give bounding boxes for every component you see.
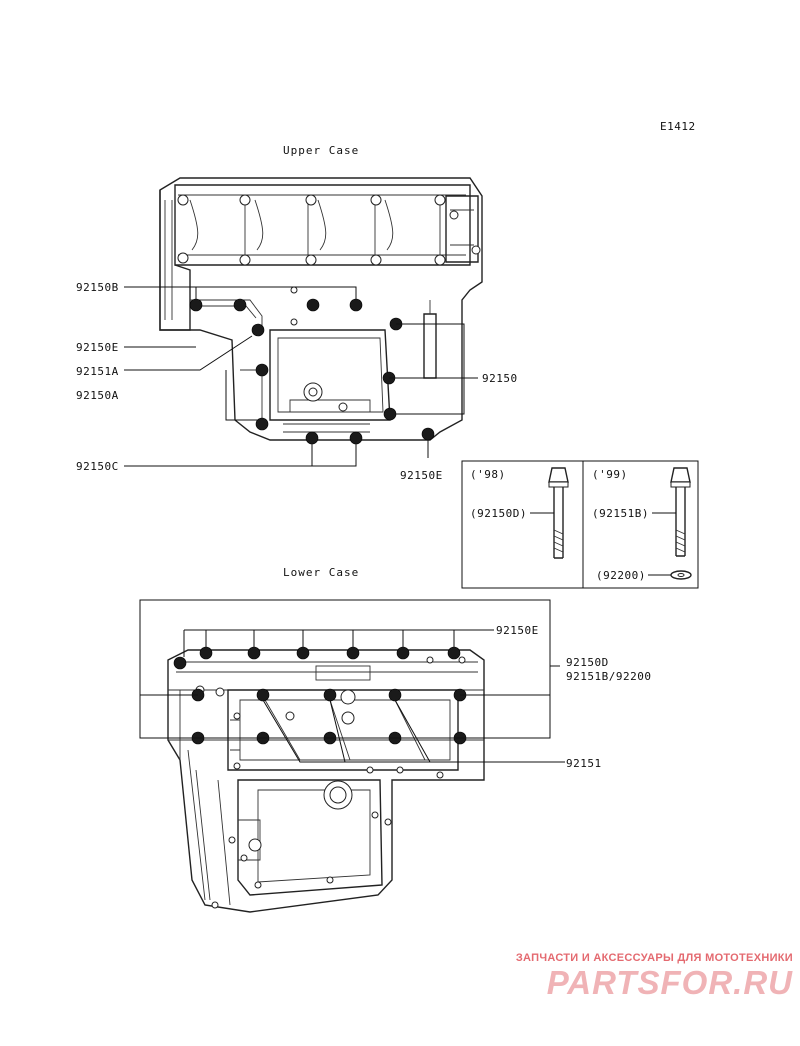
callout-92150D-lower: 92150D <box>566 656 609 669</box>
callout-92150A: 92150A <box>76 389 119 402</box>
watermark-tagline: ЗАПЧАСТИ И АКСЕССУАРЫ ДЛЯ МОТОТЕХНИКИ <box>515 952 793 964</box>
callout-92150E-lower: 92150E <box>496 624 539 637</box>
inset-year-99: ('99) <box>592 468 628 481</box>
inset-part-92200: (92200) <box>596 569 646 582</box>
upper-leader-lines <box>124 286 478 467</box>
bolt-variant-inset <box>461 460 699 589</box>
lower-leader-lines <box>139 599 565 763</box>
lower-case-drawing <box>167 646 485 913</box>
washer-92200-icon <box>670 570 692 580</box>
inset-part-92150D: (92150D) <box>470 507 527 520</box>
callout-92150-right: 92150 <box>482 372 518 385</box>
callout-92151B-92200: 92151B/92200 <box>566 670 651 683</box>
callout-92150B: 92150B <box>76 281 119 294</box>
upper-case-title: Upper Case <box>283 144 359 157</box>
callout-92150E-upper: 92150E <box>76 341 119 354</box>
callout-92150C: 92150C <box>76 460 119 473</box>
callout-92151: 92151 <box>566 757 602 770</box>
bolt-92151B-icon <box>670 467 691 557</box>
upper-case-drawing <box>159 177 483 445</box>
diagram-code: E1412 <box>660 120 696 133</box>
watermark-logo: PARTSFOR.RU <box>546 964 793 1001</box>
bolt-92150D-icon <box>548 467 569 559</box>
lower-case-title: Lower Case <box>283 566 359 579</box>
callout-92151A: 92151A <box>76 365 119 378</box>
inset-part-92151B: (92151B) <box>592 507 649 520</box>
callout-92150E-bottom: 92150E <box>400 469 443 482</box>
inset-year-98: ('98) <box>470 468 506 481</box>
